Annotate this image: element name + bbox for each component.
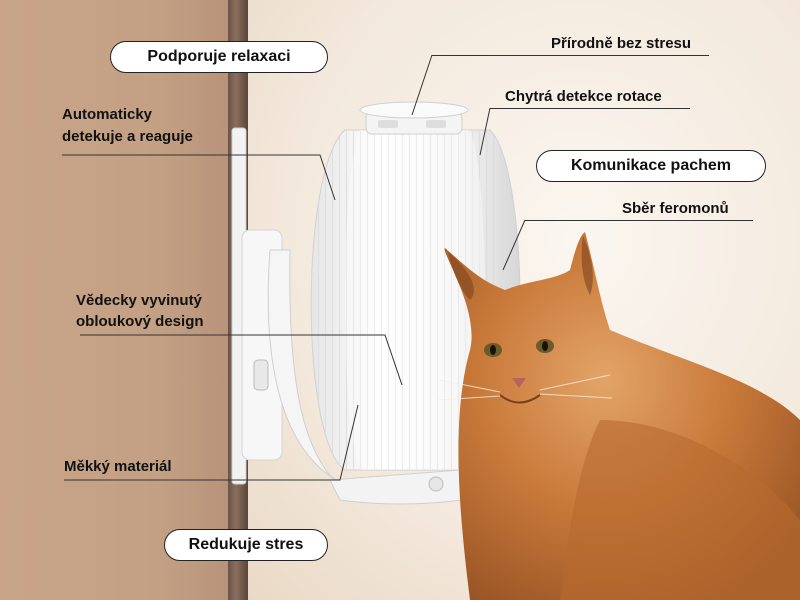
underline-rotation	[490, 108, 690, 109]
label-auto-detect-line2: detekuje a reaguje	[62, 128, 193, 145]
top-cap	[359, 101, 469, 135]
underline-pheromone	[525, 220, 753, 221]
label-reduces-stress: Redukuje stres	[164, 529, 328, 561]
label-auto-detect-line1: Automaticky	[62, 106, 153, 123]
label-natural-no-stress: Přírodně bez stresu	[551, 35, 692, 52]
wall-background	[0, 0, 228, 600]
label-arch-design-line1: Vědecky vyvinutý	[76, 292, 202, 309]
label-supports-relaxation: Podporuje relaxaci	[110, 41, 328, 73]
underline-natural	[432, 55, 709, 56]
label-smart-rotation: Chytrá detekce rotace	[505, 88, 662, 105]
label-scent-communication: Komunikace pachem	[536, 150, 766, 182]
label-arch-design-line2: obloukový design	[76, 313, 204, 330]
leader-lines	[62, 54, 526, 481]
bottom-base	[329, 469, 463, 505]
cat-image	[437, 232, 800, 600]
label-pheromone: Sběr feromonů	[622, 200, 729, 217]
label-soft-material: Měkký materiál	[64, 458, 172, 475]
